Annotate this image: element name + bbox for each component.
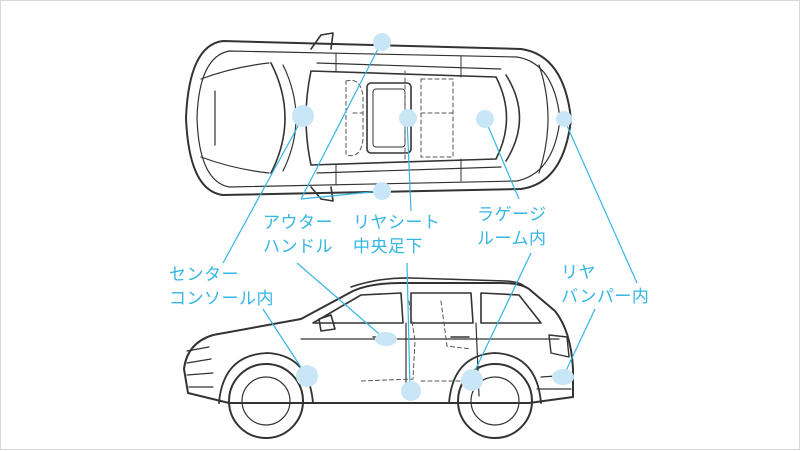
side-mirror [318,314,336,332]
windshield [270,62,286,174]
top-body-outline [185,40,572,196]
label-luggage-room: ラゲージ ルーム内 [477,203,547,251]
label-rear-bumper-line-1: リヤ [561,263,596,283]
leader-luggage-side [470,252,532,380]
marker-outer-handle-top-upper [373,33,391,51]
label-rear-seat-floor-line-2: 中央足下 [353,237,423,257]
wheel-arch-rear [448,352,542,404]
leader-outer-handle-lower [300,190,382,200]
label-rear-bumper: リヤ バンパー内 [561,261,649,309]
marker-outer-handle-side [375,332,397,346]
leader-luggage-top [484,118,520,200]
leader-rear-seat-top [406,118,412,212]
side-body-outline [183,282,574,404]
mirror-upper [310,32,334,50]
label-rear-bumper-line-2: バンパー内 [561,287,650,307]
leader-rear-seat-side [406,262,411,391]
marker-luggage-room-top [476,110,494,128]
side-windows [312,292,542,324]
rear-wheel-rim [470,376,520,426]
mirror-lower [310,186,334,202]
rear-window [505,74,521,162]
label-center-console-line-1: センター [169,265,239,285]
tailgate [538,64,549,174]
marker-luggage-room-side [461,369,483,391]
label-rear-seat-floor-line-1: リヤシート [353,213,441,233]
car-top-view [185,32,572,202]
marker-rear-bumper-top [556,111,572,127]
leader-rear-bumper-side [563,308,596,376]
roof-outline [305,70,508,166]
label-outer-handle: アウター ハンドル [263,211,333,259]
rear-wheel [457,363,533,439]
label-outer-handle-line-1: アウター [263,213,333,233]
leader-lines [222,42,638,391]
leader-outer-handle-upper [300,42,382,200]
leader-outer-handle-side [296,262,386,340]
top-body-inner [196,50,561,188]
leader-console-side [262,308,307,376]
label-luggage-room-line-1: ラゲージ [477,205,547,225]
leader-console-top [222,116,304,264]
label-rear-seat-floor: リヤシート 中央足下 [353,211,441,259]
label-luggage-room-line-2: ルーム内 [477,229,547,249]
hood-lines [200,62,270,174]
leader-rear-bumper-top [563,118,638,284]
car-side-view [183,277,574,439]
marker-rear-bumper-side [552,369,574,385]
marker-center-console-top [292,105,314,127]
front-wheel-rim [241,376,291,426]
front-grille [186,346,214,388]
door-lines-top [335,52,462,186]
marker-outer-handle-top-lower [373,182,391,200]
rear-light [548,334,570,358]
marker-rear-seat-floor-top [399,109,417,127]
label-center-console-line-2: コンソール内 [169,289,274,309]
front-wheel [228,363,304,439]
side-roof-rail [350,277,526,288]
location-markers [292,33,574,401]
label-outer-handle-line-2: ハンドル [263,237,333,257]
marker-rear-seat-floor-side [401,381,421,401]
label-center-console: センター コンソール内 [169,263,274,311]
marker-center-console-side [296,365,318,387]
